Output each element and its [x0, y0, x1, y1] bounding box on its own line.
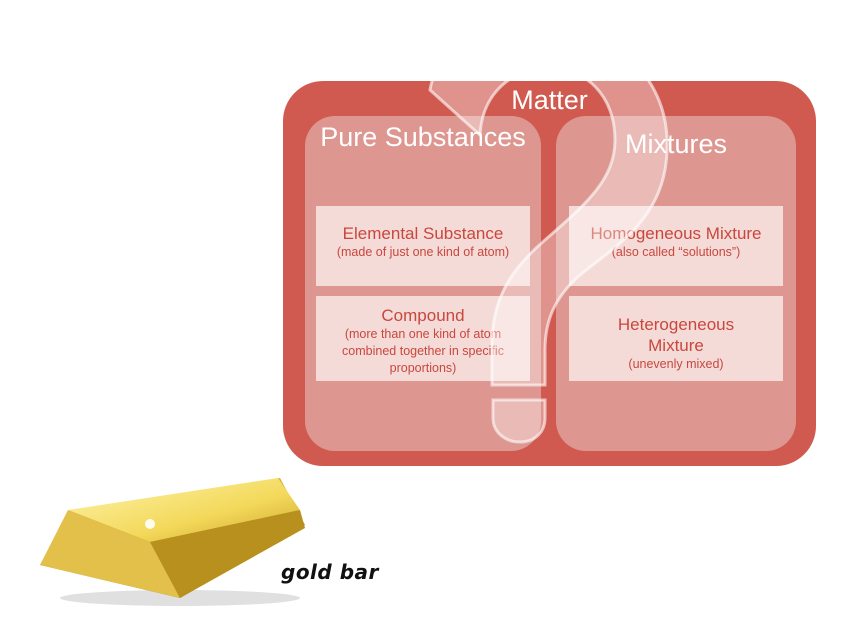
homogeneous-mixture-subtitle: (also called “solutions”) — [611, 245, 741, 259]
matter-title: Matter — [511, 85, 588, 115]
compound-subtitle: (more than one kind of atom combined tog… — [342, 327, 504, 375]
pure-substances-title: Pure Substances — [320, 122, 526, 152]
heterogeneous-mixture-heading: Heterogeneous Mixture — [617, 315, 735, 355]
elemental-substance-heading: Elemental Substance — [342, 224, 504, 243]
heterogeneous-mixture-box: Heterogeneous Mixture (unevenly mixed) — [569, 296, 783, 381]
homogeneous-mixture-heading: Homogeneous Mixture — [590, 224, 762, 243]
homogeneous-mixture-box: Homogeneous Mixture (also called “soluti… — [569, 206, 783, 286]
gold-bar-icon — [40, 478, 305, 606]
mixtures-title: Mixtures — [624, 129, 727, 159]
elemental-substance-subtitle: (made of just one kind of atom) — [336, 245, 510, 259]
compound-box: Compound (more than one kind of atom com… — [316, 296, 530, 381]
compound-heading: Compound — [381, 306, 465, 325]
heterogeneous-mixture-subtitle: (unevenly mixed) — [628, 357, 724, 371]
elemental-substance-box: Elemental Substance (made of just one ki… — [316, 206, 530, 286]
gold-bar-label: gold bar — [281, 560, 379, 584]
